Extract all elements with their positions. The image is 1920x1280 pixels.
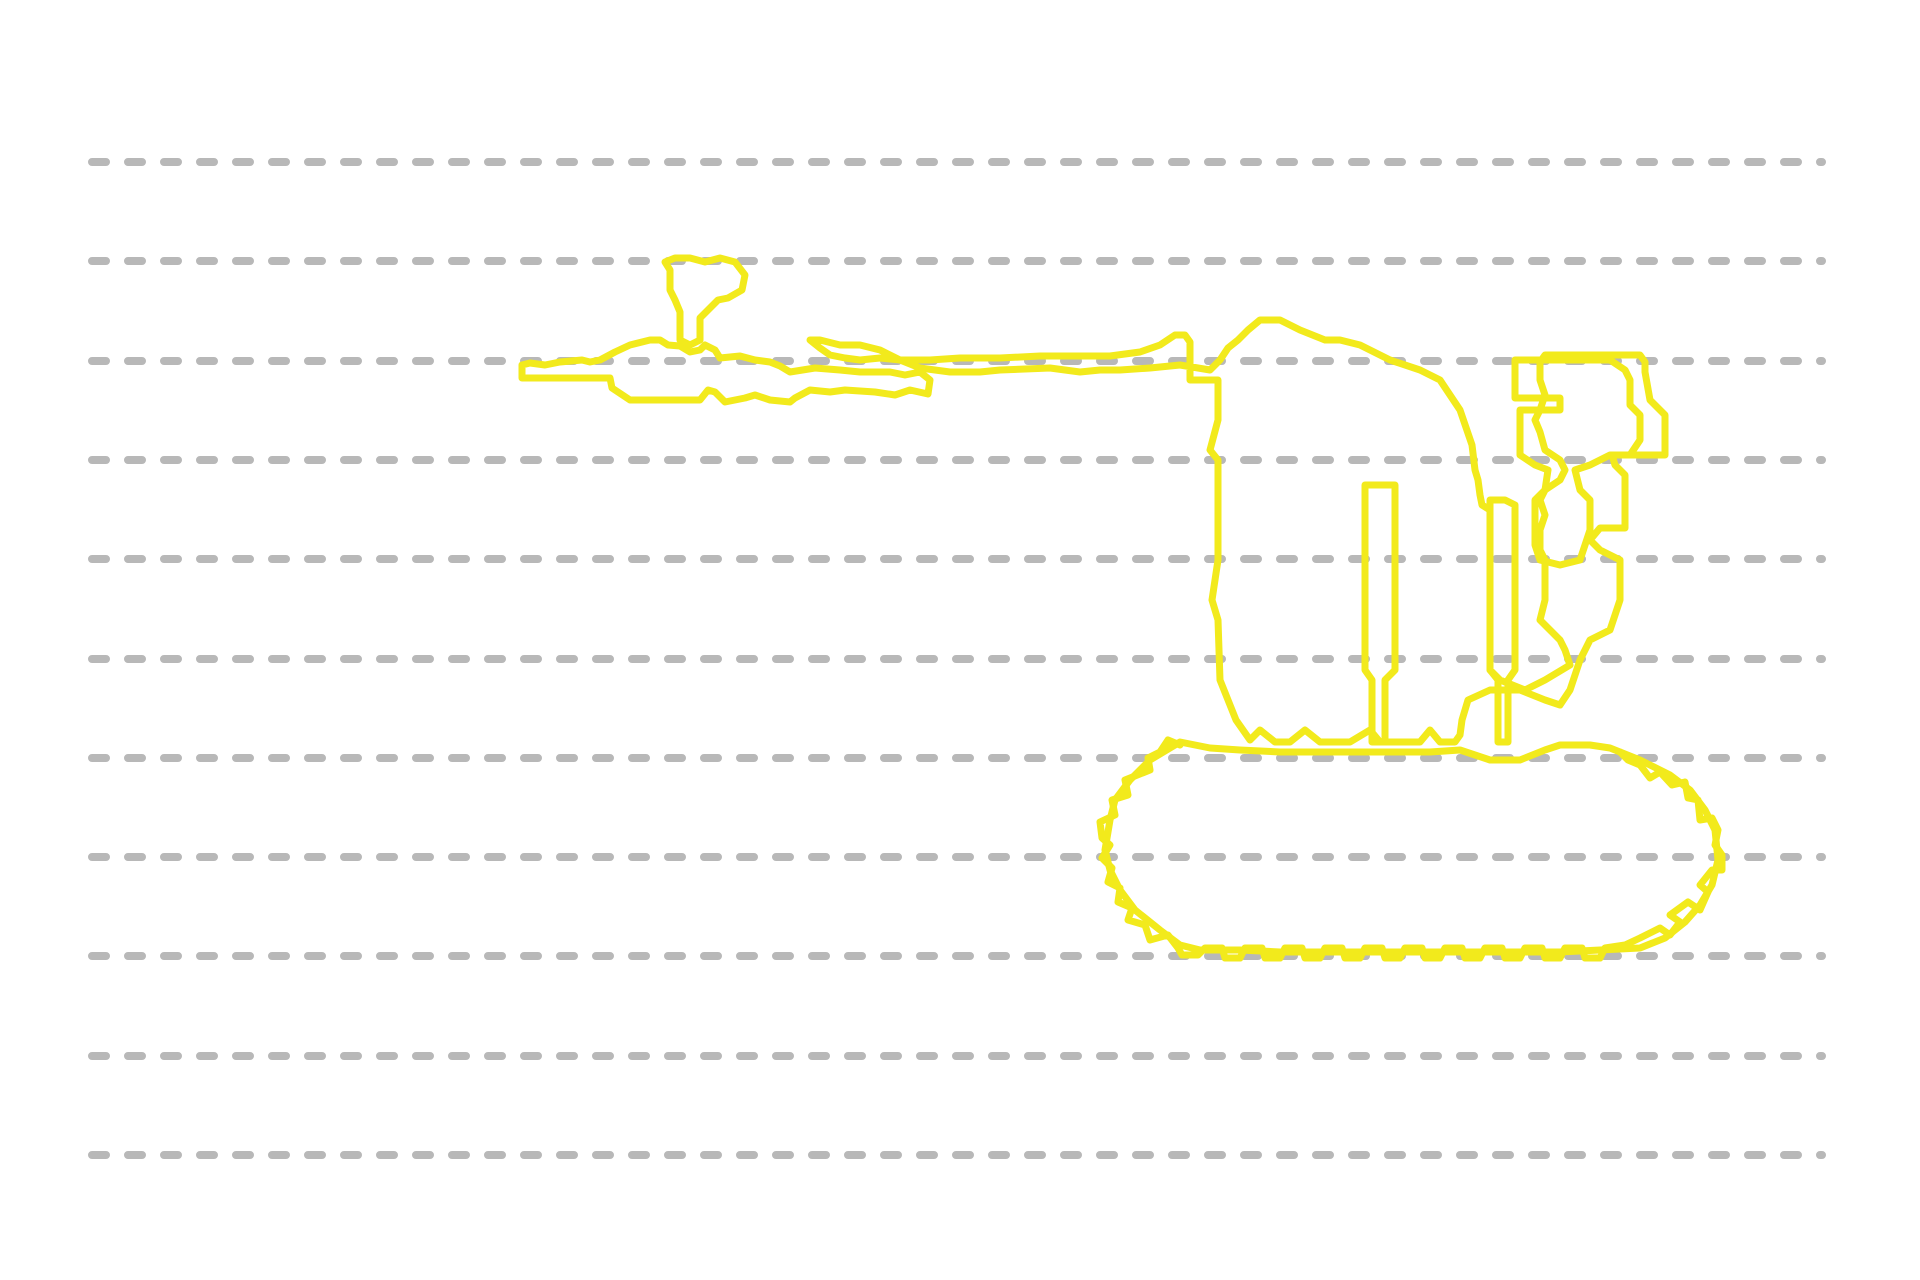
boom-outline (806, 316, 1669, 746)
arm-outline (518, 336, 934, 406)
post-right-outline (1486, 496, 1519, 746)
arm-upper-clamp-outline (661, 254, 749, 349)
post-left-outline (1361, 481, 1399, 746)
dashed-grid (88, 158, 1826, 1159)
tracked-base-outline (1101, 738, 1722, 956)
track-teeth-outline (1096, 736, 1726, 962)
tower-outline (1511, 356, 1644, 569)
yellow-machine-outline (518, 254, 1726, 962)
